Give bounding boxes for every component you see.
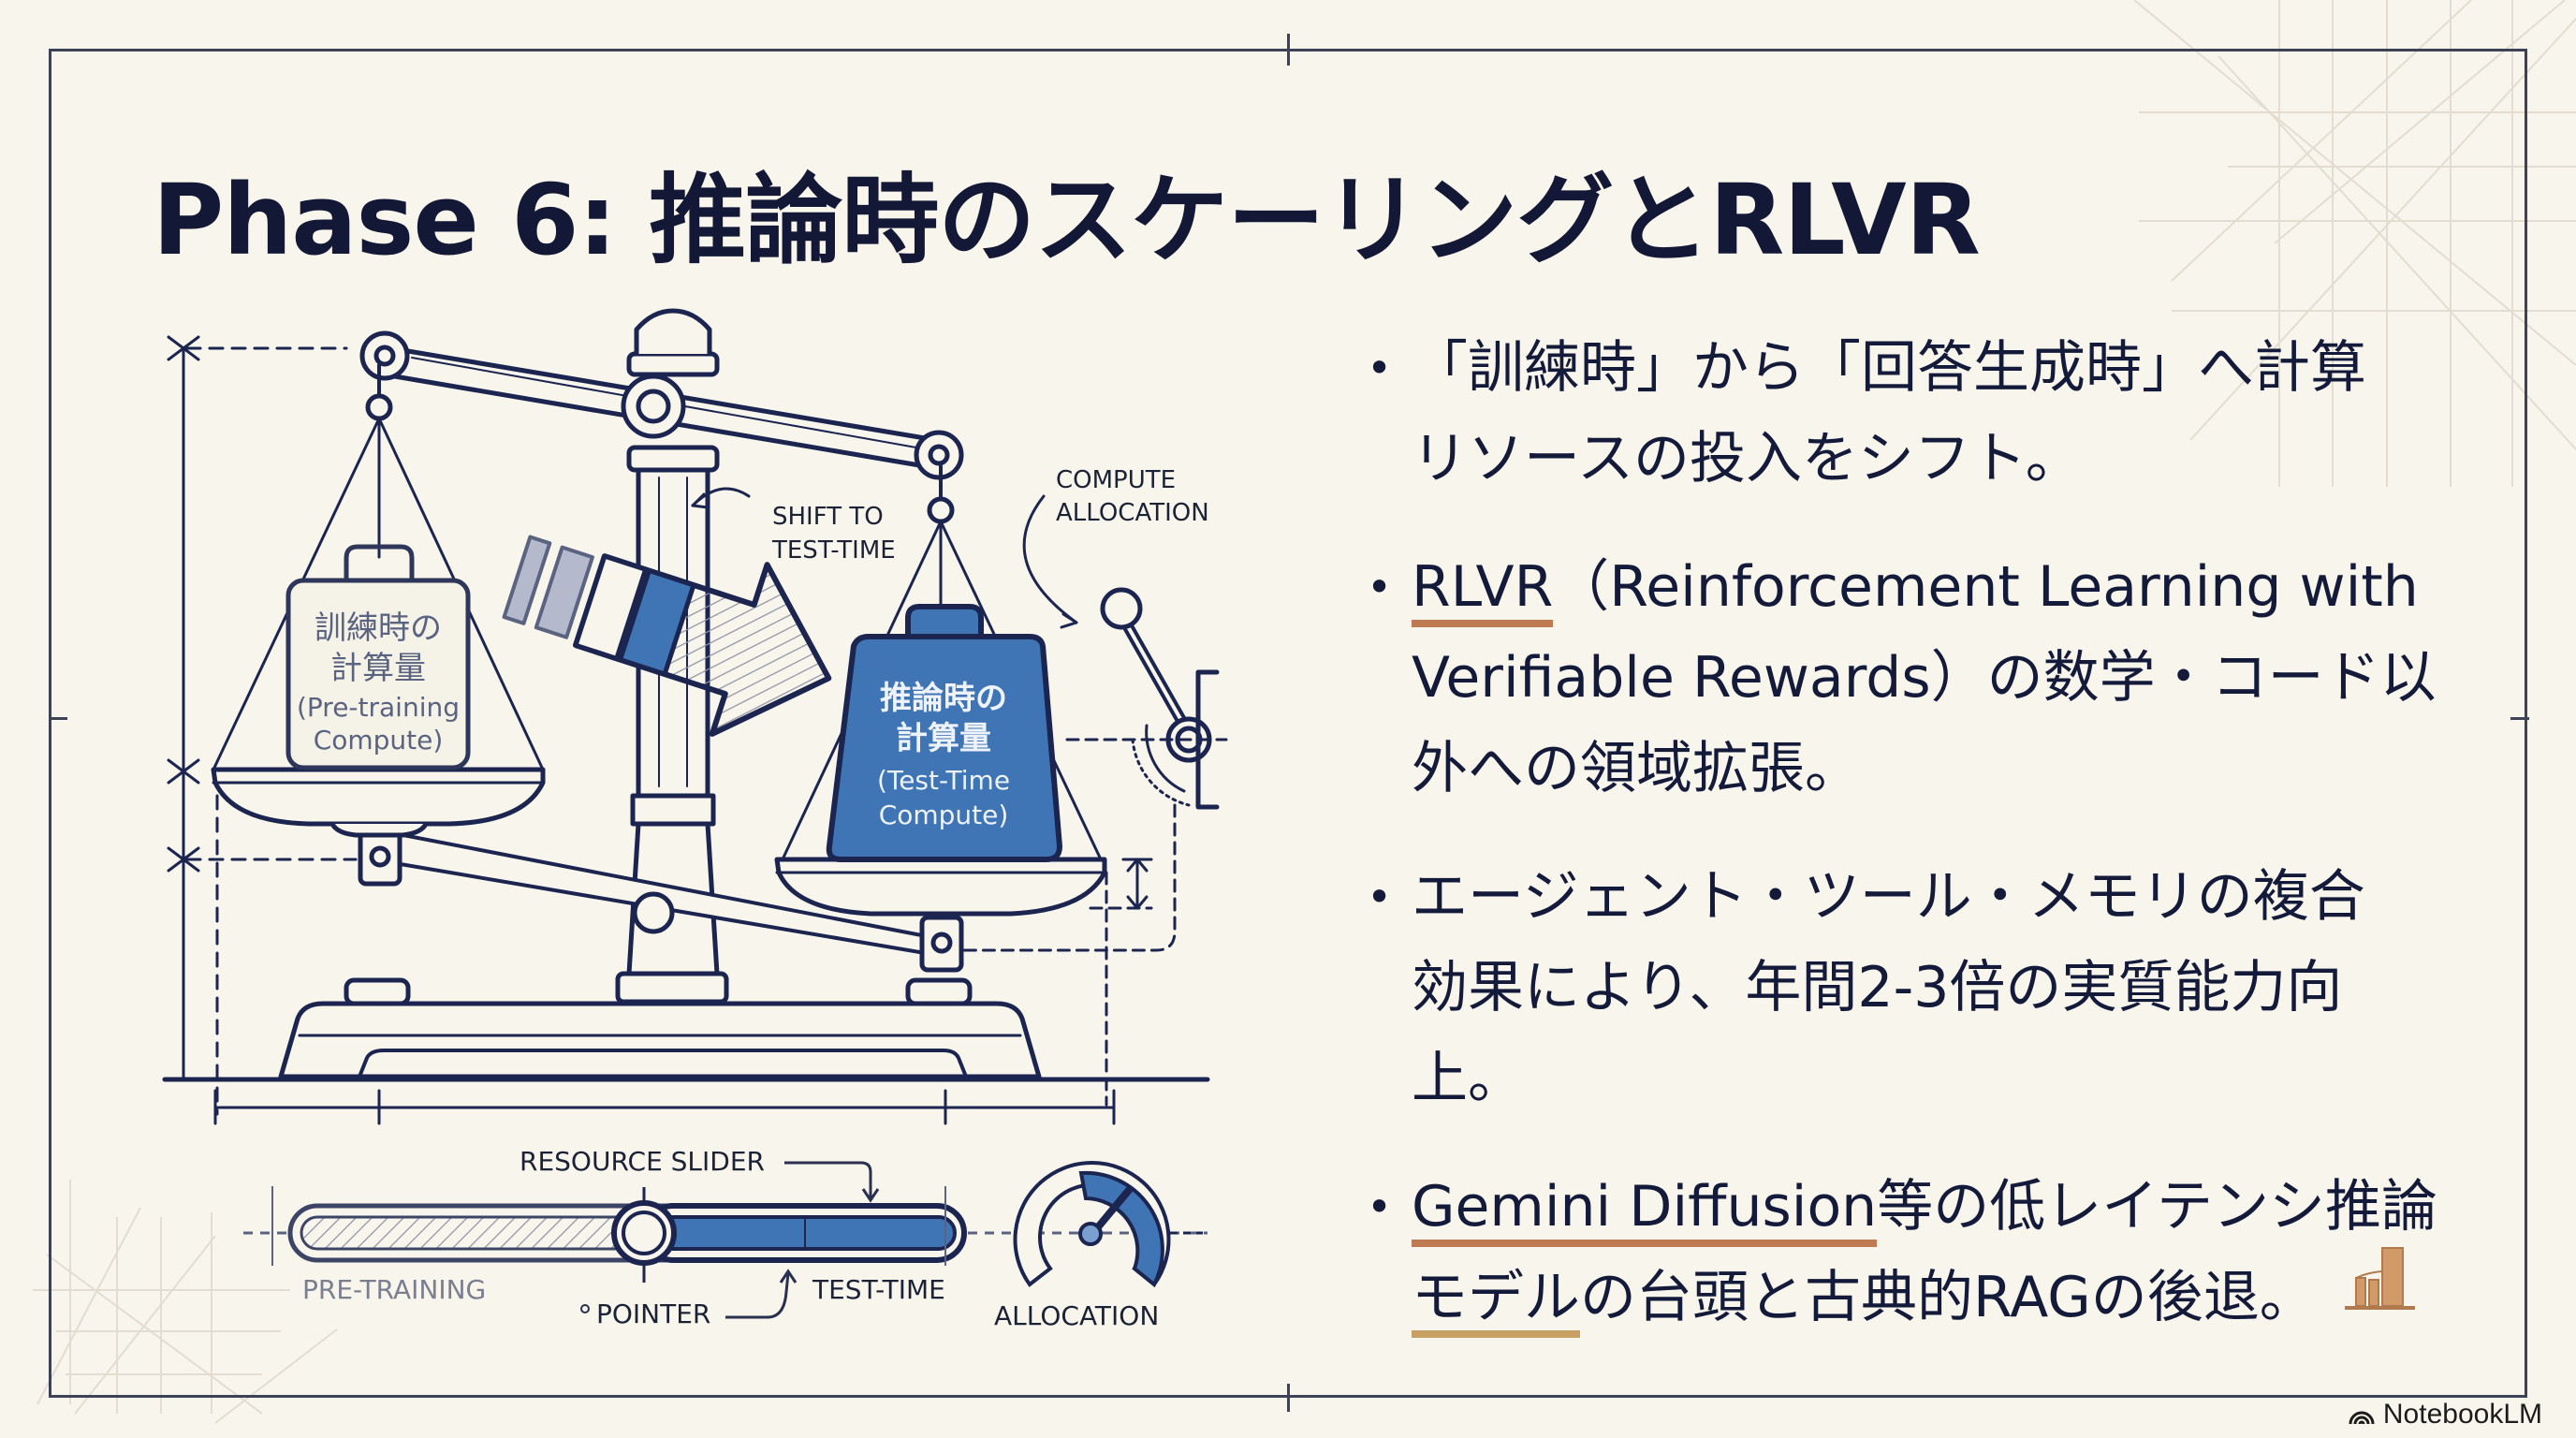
- bullet-dot-icon: •: [1367, 872, 1393, 922]
- left-weight-label-1: 訓練時の: [315, 609, 442, 647]
- resource-slider[interactable]: [243, 1161, 1208, 1319]
- slider-pointer-label: POINTER: [596, 1299, 710, 1329]
- slider-right-label: TEST-TIME: [812, 1274, 945, 1305]
- highlight-model: モデル: [1412, 1265, 1580, 1338]
- highlight-gemini-diffusion: Gemini Diffusion: [1412, 1174, 1878, 1247]
- highlight-rlvr: RLVR: [1412, 554, 1554, 627]
- frame-tick-top: [1287, 34, 1290, 66]
- notebooklm-logo-icon: [2349, 1411, 2375, 1425]
- allocation-label-1: COMPUTE: [1056, 466, 1176, 494]
- slider-left-label: PRE-TRAINING: [302, 1274, 486, 1305]
- bullet-item-4: • Gemini Diffusion等の低レイテンシ推論 モデルの台頭と古典的R…: [1367, 1162, 2471, 1343]
- bullet-dot-icon: •: [1367, 562, 1393, 612]
- right-weight-label-3: (Test-Time: [877, 765, 1010, 796]
- left-weight-label-4: Compute): [314, 725, 444, 756]
- bullet-item-1: • 「訓練時」から「回答生成時」へ計算 リソースの投入をシフト。: [1367, 323, 2471, 505]
- shift-label-1: SHIFT TO: [772, 503, 884, 531]
- frame-tick-left: [49, 717, 67, 720]
- left-weight-label-3: (Pre-training: [297, 692, 460, 723]
- frame-tick-right: [2510, 717, 2529, 720]
- allocation-label-2: ALLOCATION: [1056, 499, 1209, 527]
- right-weight-label-1: 推論時の: [880, 680, 1007, 717]
- notebooklm-brand: NotebookLM: [2348, 1399, 2542, 1431]
- balance-scale-illustration: 訓練時の 計算量 (Pre-training Compute) 推論時の 計算量…: [162, 308, 1228, 1331]
- bullet-item-3: • エージェント・ツール・メモリの複合 効果により、年間2-3倍の実質能力向 上…: [1367, 852, 2471, 1124]
- bullet-item-2: • RLVR（Reinforcement Learning with Verif…: [1367, 542, 2471, 814]
- right-weight-label-4: Compute): [879, 800, 1009, 830]
- bullet-list: • 「訓練時」から「回答生成時」へ計算 リソースの投入をシフト。 • RLVR（…: [1367, 323, 2471, 1381]
- gauge-label: ALLOCATION: [994, 1300, 1159, 1331]
- shift-label-2: TEST-TIME: [771, 536, 896, 565]
- slider-title: RESOURCE SLIDER: [520, 1146, 765, 1177]
- bullet-dot-icon: •: [1367, 343, 1393, 393]
- slide-title: Phase 6: 推論時のスケーリングとRLVR: [153, 163, 1981, 277]
- left-weight-label-2: 計算量: [330, 650, 426, 687]
- bar-chart-icon: [2345, 1247, 2415, 1310]
- bullet-dot-icon: •: [1367, 1181, 1393, 1232]
- right-weight-label-2: 計算量: [896, 720, 991, 757]
- frame-tick-bottom: [1287, 1384, 1290, 1412]
- allocation-gauge-icon: [1013, 1161, 1203, 1288]
